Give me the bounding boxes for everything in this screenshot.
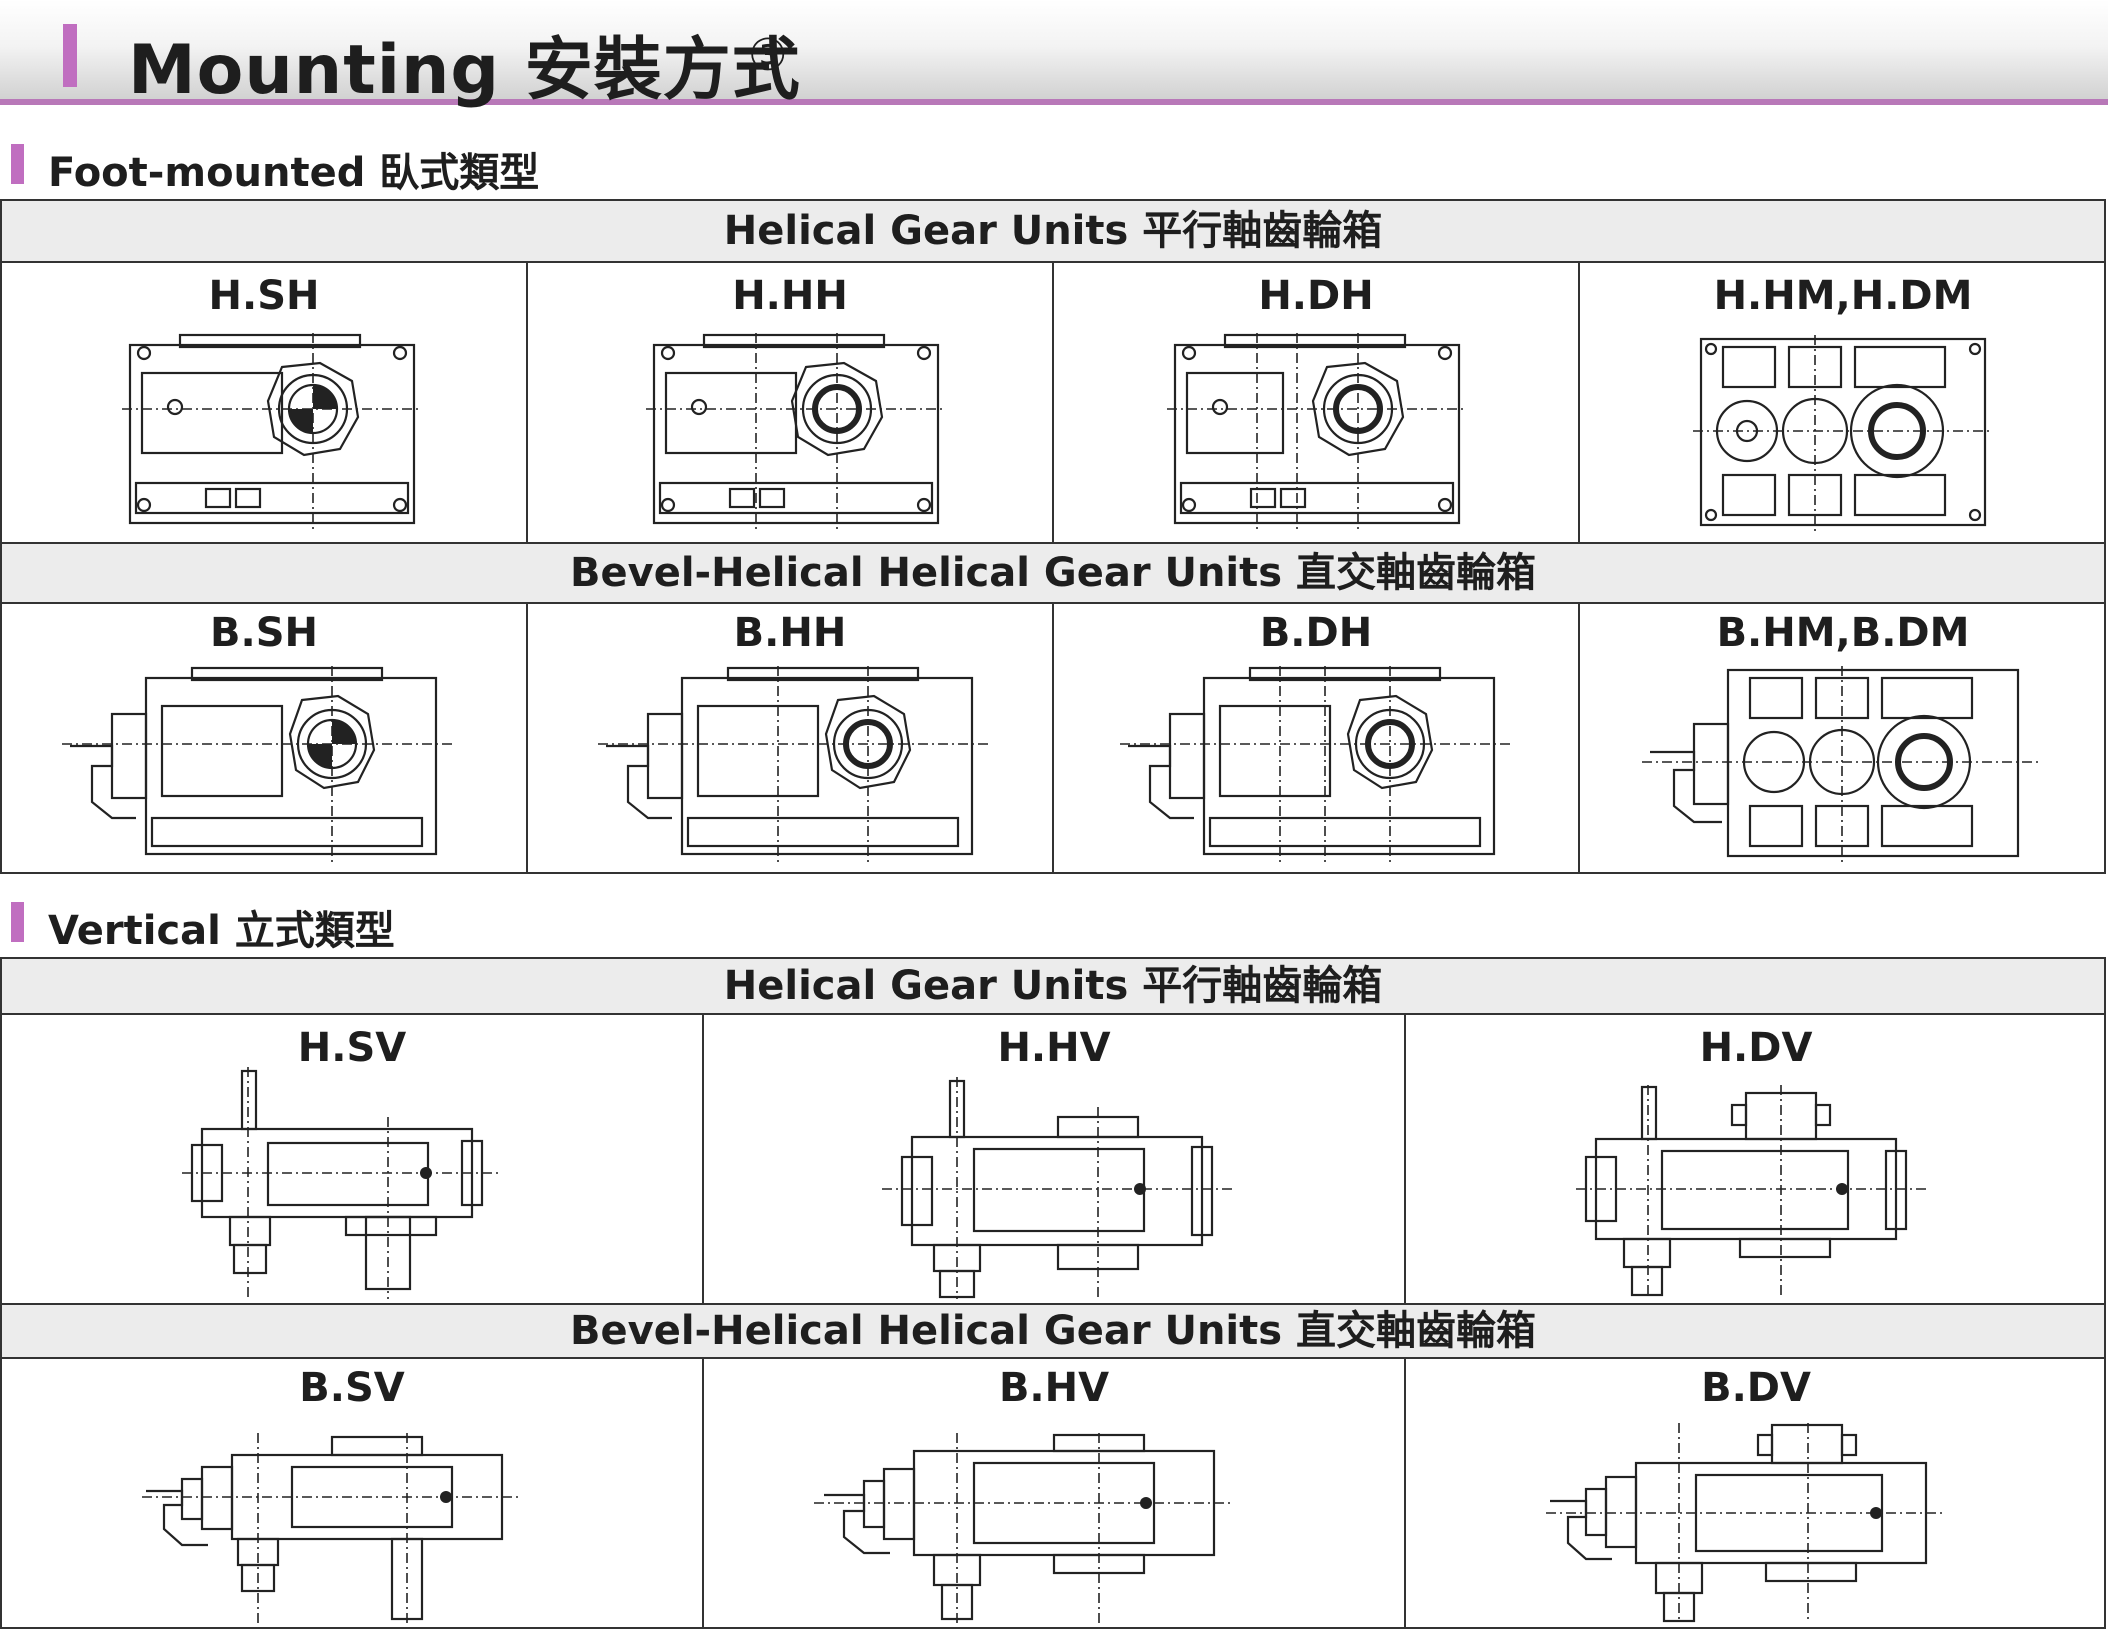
model-label: B.HV (998, 1365, 1110, 1411)
gearbox-drawing (814, 1433, 1234, 1623)
gearbox-drawing (646, 333, 946, 533)
model-label: B.SH (210, 610, 318, 656)
group-title-helical: Helical Gear Units 平行軸齒輪箱 (2, 959, 2104, 1015)
gearbox-drawing (1546, 1423, 1946, 1623)
cell-b-sh: B.SH (2, 604, 528, 872)
model-label: B.HM,B.DM (1716, 610, 1970, 656)
section-title-vertical: Vertical 立式類型 (48, 908, 395, 954)
vertical-grid: Helical Gear Units 平行軸齒輪箱 H.SV H.HV (0, 957, 2106, 1629)
cell-b-sv: B.SV (2, 1359, 704, 1627)
model-label: H.HH (732, 273, 848, 319)
model-label: H.HM,H.DM (1713, 273, 1973, 319)
gearbox-drawing (142, 1433, 522, 1623)
gearbox-drawing (882, 1077, 1232, 1299)
section-accent-bar (11, 902, 24, 942)
cell-b-dh: B.DH (1054, 604, 1580, 872)
gearbox-drawing (1167, 333, 1467, 533)
model-label: B.SV (299, 1365, 405, 1411)
page-header (0, 0, 2108, 103)
gearbox-drawing (1120, 666, 1510, 866)
cell-h-dv: H.DV (1406, 1015, 2106, 1303)
model-label: B.DH (1259, 610, 1373, 656)
cell-b-hh: B.HH (528, 604, 1054, 872)
model-label: H.HV (997, 1025, 1111, 1071)
model-label: B.HH (733, 610, 847, 656)
header-accent-bar (63, 24, 77, 87)
group-title-bevel-helical: Bevel-Helical Helical Gear Units 直交軸齒輪箱 (2, 1303, 2104, 1359)
header-underline (0, 99, 2108, 105)
gearbox-drawing (1693, 335, 1993, 535)
model-label: H.DH (1258, 273, 1374, 319)
cell-b-hm-b-dm: B.HM,B.DM (1580, 604, 2106, 872)
group-title-bevel-helical: Bevel-Helical Helical Gear Units 直交軸齒輪箱 (2, 542, 2104, 604)
page-marker: ③ (748, 30, 788, 81)
group-title-helical: Helical Gear Units 平行軸齒輪箱 (2, 201, 2104, 263)
foot-mounted-grid: Helical Gear Units 平行軸齒輪箱 H.SH H.HH (0, 199, 2106, 874)
cell-h-hm-h-dm: H.HM,H.DM (1580, 263, 2106, 542)
gearbox-drawing (122, 333, 422, 533)
cell-b-hv: B.HV (704, 1359, 1406, 1627)
gearbox-drawing (1642, 666, 2042, 866)
model-label: H.SH (208, 273, 320, 319)
cell-h-hv: H.HV (704, 1015, 1406, 1303)
cell-b-dv: B.DV (1406, 1359, 2106, 1627)
gearbox-drawing (1576, 1085, 1926, 1297)
cell-h-hh: H.HH (528, 263, 1054, 542)
model-label: B.DV (1701, 1365, 1811, 1411)
gearbox-drawing (62, 666, 452, 866)
section-accent-bar (11, 144, 24, 184)
page-title: Mounting 安裝方式 (128, 31, 801, 110)
model-label: H.DV (1699, 1025, 1813, 1071)
section-title-foot-mounted: Foot-mounted 臥式類型 (48, 150, 540, 196)
cell-h-sv: H.SV (2, 1015, 704, 1303)
cell-h-dh: H.DH (1054, 263, 1580, 542)
cell-h-sh: H.SH (2, 263, 528, 542)
gearbox-drawing (598, 666, 988, 866)
model-label: H.SV (297, 1025, 407, 1071)
gearbox-drawing (182, 1067, 502, 1299)
